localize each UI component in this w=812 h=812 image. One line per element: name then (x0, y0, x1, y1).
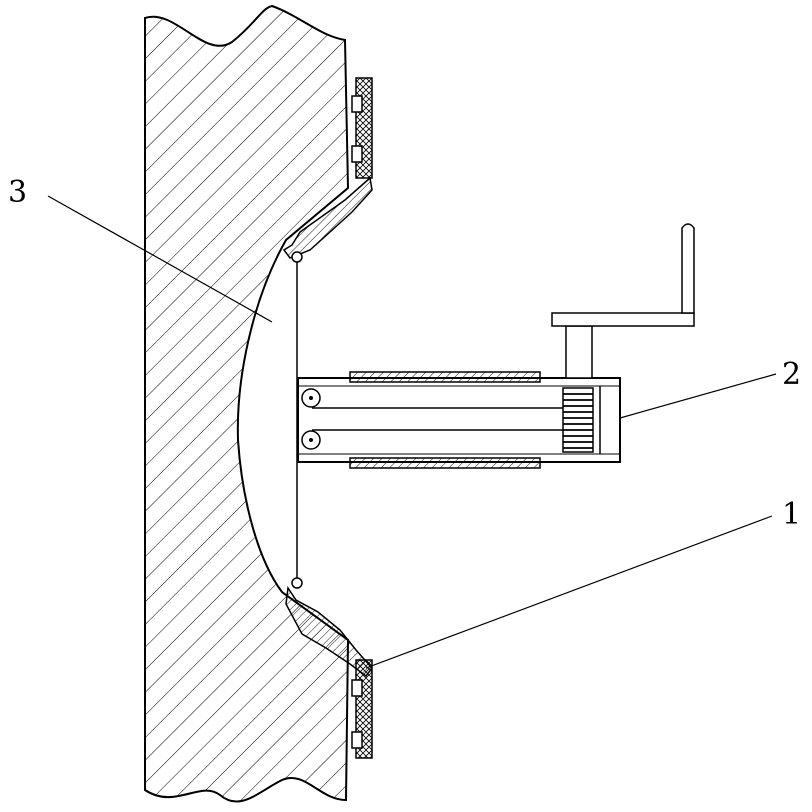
upper-pad-block (352, 96, 362, 112)
crank-shaft (566, 326, 592, 378)
callout-label-1: 1 (782, 497, 801, 532)
telescopic-arm (298, 372, 620, 468)
upper-pivot-pin (292, 252, 302, 262)
arm-roller-hub (309, 438, 313, 442)
callout-label-2: 2 (782, 357, 801, 392)
callout-label-3: 3 (8, 175, 27, 210)
lower-pivot-pin (292, 578, 302, 588)
crank-handle (552, 224, 694, 378)
upper-pad-block (352, 146, 362, 162)
arm-bottom-sleeve (350, 458, 540, 468)
leader-line-2 (620, 374, 776, 418)
upper-pad-strip (356, 78, 372, 178)
spring-coil (563, 388, 593, 452)
crank-grip (682, 224, 694, 313)
arm-top-sleeve (350, 372, 540, 382)
crank-arm (552, 313, 694, 326)
lower-pad-block (352, 680, 362, 696)
arm-roller-hub (309, 396, 313, 400)
leader-line-1 (366, 516, 772, 668)
lower-pad-block (352, 732, 362, 748)
